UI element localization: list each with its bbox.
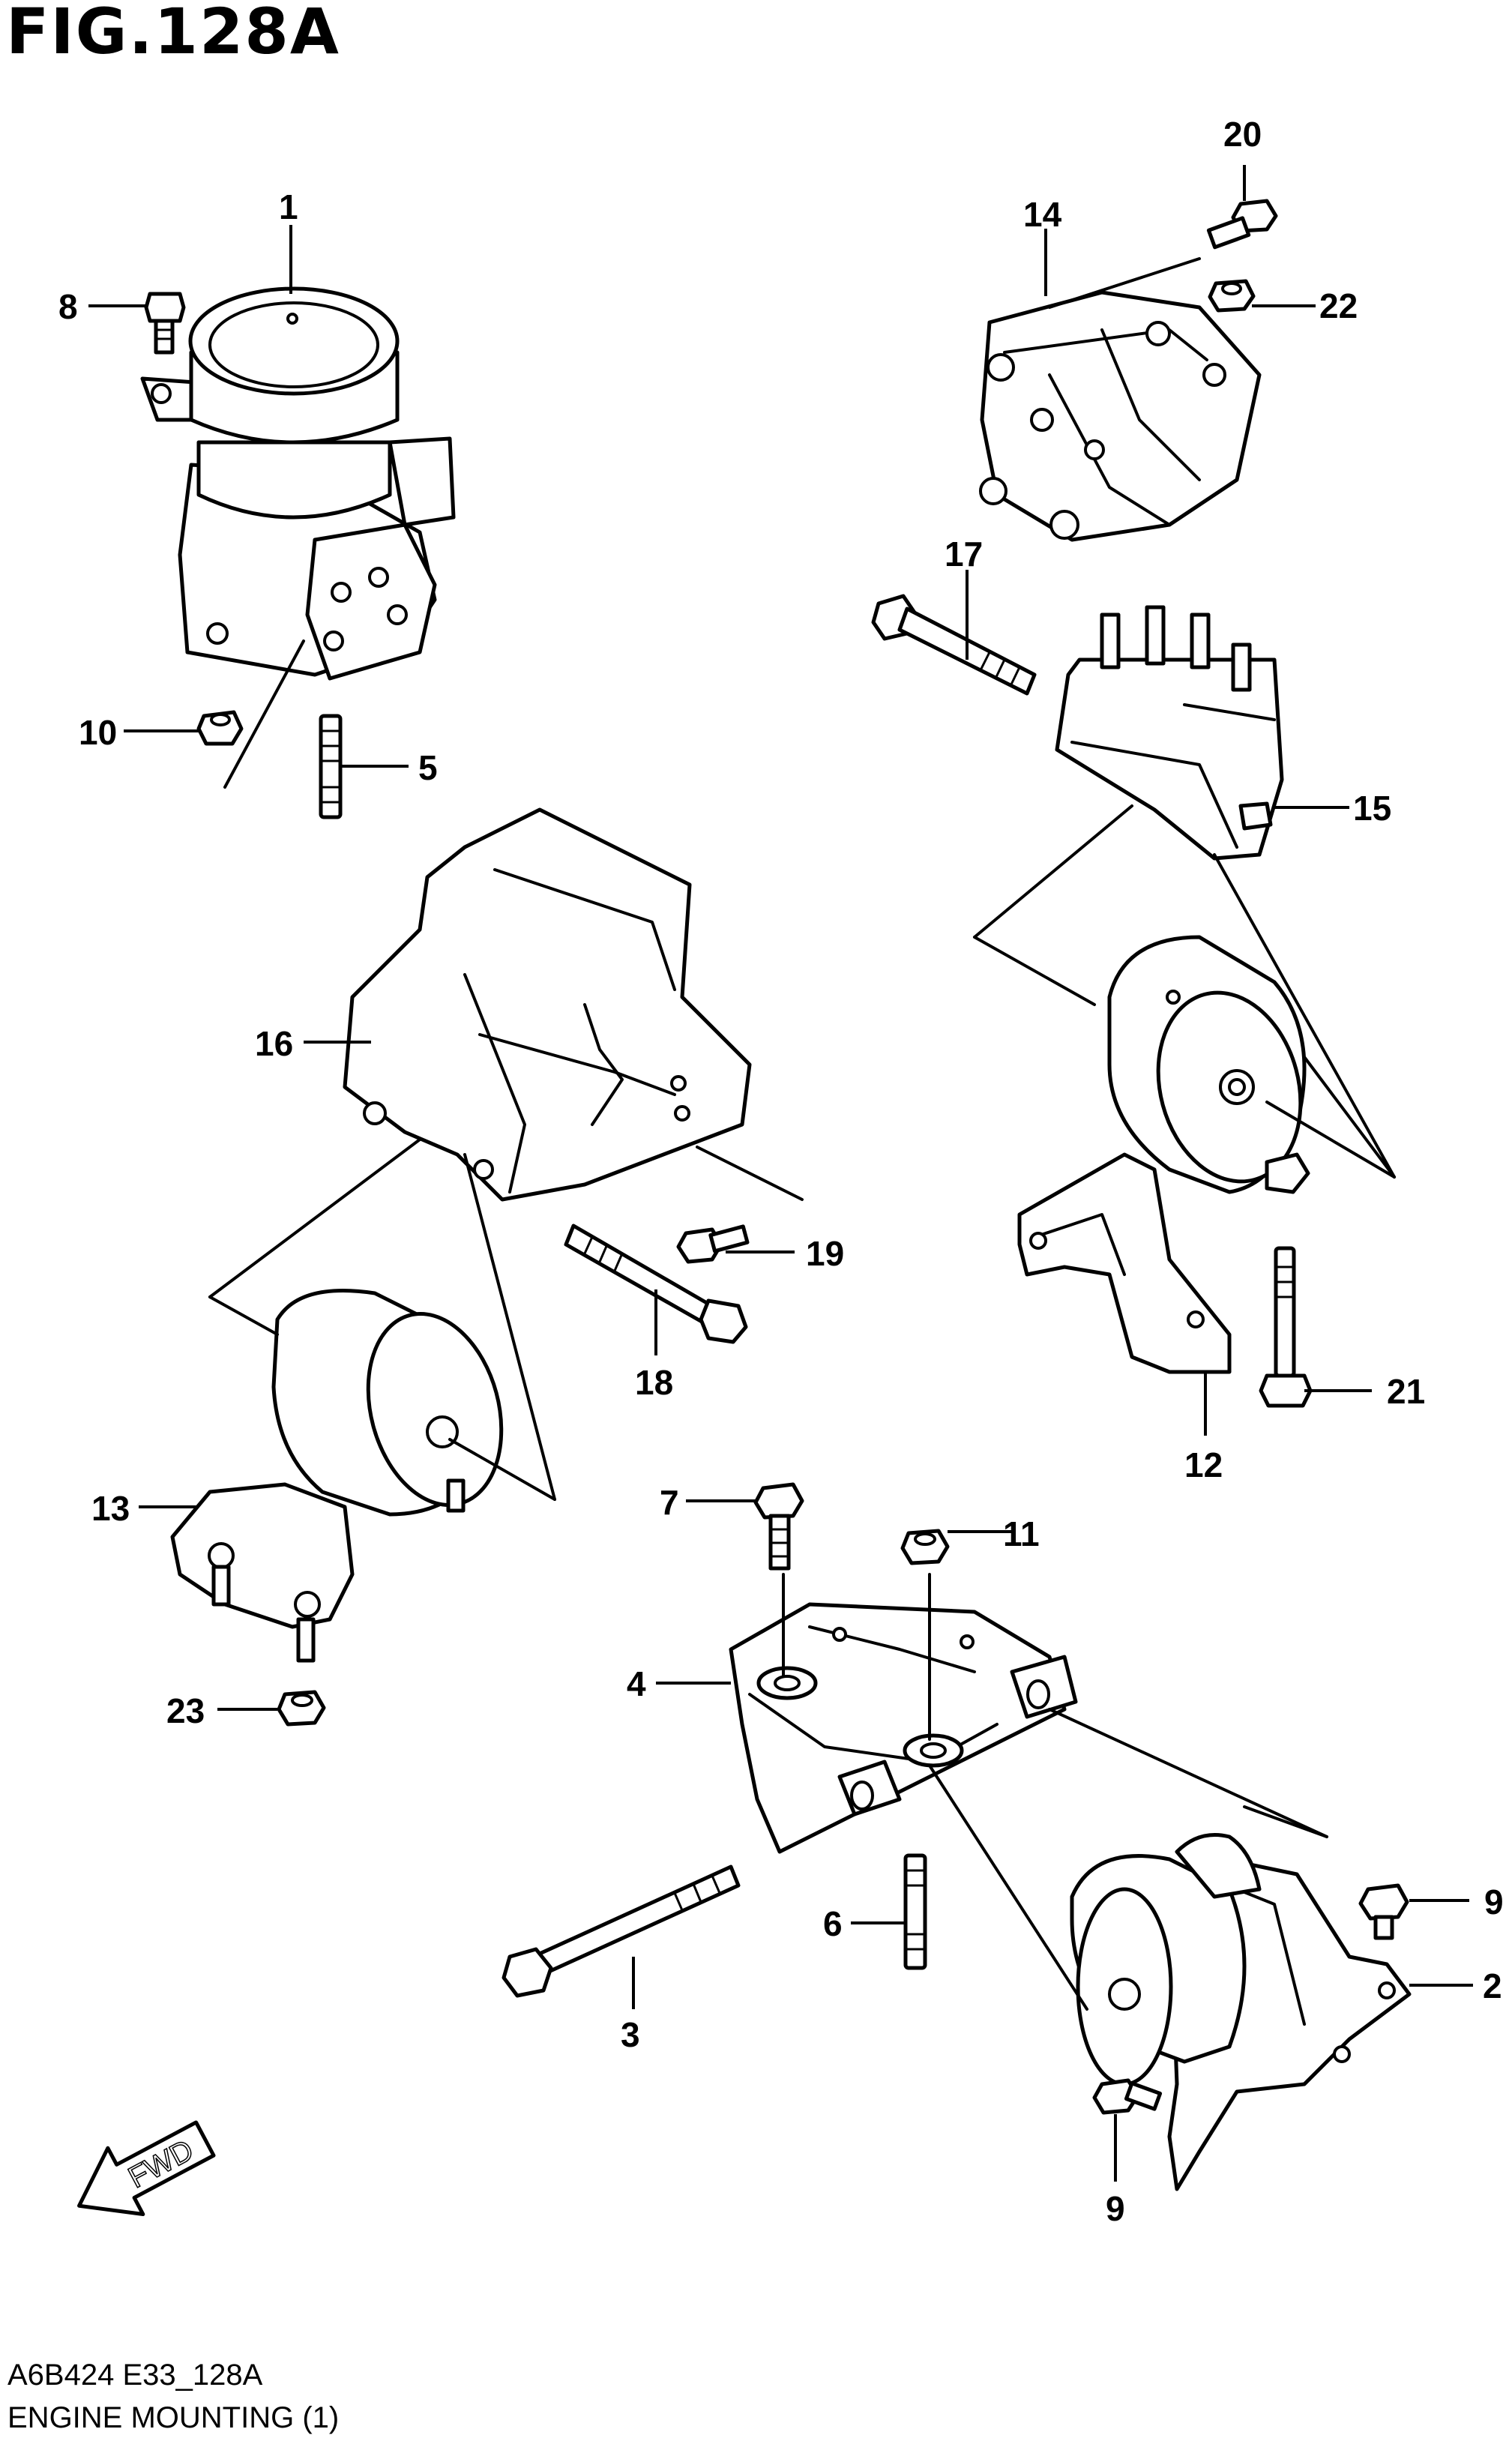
part-12-engine-mount[interactable] (1017, 935, 1321, 1374)
part-23-nut[interactable] (277, 1690, 326, 1727)
part-8-bolt[interactable] (144, 292, 186, 355)
leader-lines (88, 165, 1473, 2182)
part-13-engine-mount[interactable] (170, 1289, 522, 1663)
assembly-lines (208, 257, 1396, 2011)
callout-22: 22 (1319, 286, 1358, 325)
part-7-bolt[interactable] (753, 1482, 804, 1571)
callout-19: 19 (806, 1234, 844, 1273)
callout-21: 21 (1387, 1372, 1425, 1411)
part-11-nut[interactable] (900, 1529, 950, 1565)
figure-caption: ENGINE MOUNTING (1) (7, 2401, 340, 2434)
callout-2: 2 (1483, 1966, 1502, 2005)
callout-12: 12 (1184, 1445, 1223, 1484)
part-3-bolt[interactable] (502, 1864, 741, 1998)
part-4-bracket[interactable] (729, 1602, 1078, 1854)
part-17-bolt[interactable] (871, 594, 1037, 696)
callout-14: 14 (1023, 195, 1062, 234)
callout-11: 11 (1003, 1514, 1040, 1553)
callout-17: 17 (945, 535, 983, 574)
part-14-bracket[interactable] (979, 290, 1262, 542)
part-5-stud[interactable] (319, 714, 343, 819)
part-22-nut[interactable] (1208, 279, 1256, 313)
callout-8: 8 (58, 287, 78, 326)
part-2-engine-mount[interactable] (1070, 1833, 1412, 2191)
part-21-bolt[interactable] (1259, 1246, 1313, 1408)
callout-1: 1 (279, 187, 298, 226)
callout-20: 20 (1223, 115, 1262, 154)
part-18-bolt[interactable] (564, 1224, 748, 1344)
callout-18: 18 (635, 1363, 673, 1402)
fwd-arrow-icon: FWD (77, 2120, 216, 2217)
figure-title: FIG.128A (6, 0, 340, 68)
callout-15: 15 (1353, 789, 1391, 828)
part-1-engine-mount[interactable] (140, 286, 456, 681)
callout-9: 9 (1106, 2189, 1125, 2228)
callout-16: 16 (255, 1024, 293, 1063)
callout-5: 5 (418, 748, 438, 787)
callout-7: 7 (660, 1483, 679, 1522)
part-9-bolt[interactable] (1358, 1883, 1409, 1940)
part-20-bolt[interactable] (1206, 199, 1278, 250)
callout-labels: 1 2 3 4 5 6 7 8 9 9 10 11 12 13 14 15 16… (58, 115, 1504, 2228)
callout-3: 3 (621, 2015, 640, 2054)
callout-23: 23 (166, 1691, 205, 1730)
part-9-bolt[interactable] (1092, 2078, 1163, 2115)
callout-9: 9 (1484, 1882, 1504, 1921)
part-10-nut[interactable] (196, 710, 244, 746)
part-6-stud[interactable] (903, 1853, 927, 1970)
callout-10: 10 (79, 713, 117, 752)
callout-4: 4 (627, 1664, 646, 1703)
part-15-mount-bracket[interactable] (1055, 605, 1284, 861)
callout-13: 13 (91, 1489, 130, 1528)
figure-code: A6B424 E33_128A (7, 2359, 263, 2392)
part-16-large-bracket[interactable] (343, 807, 752, 1202)
part-19-bolt[interactable] (676, 1224, 750, 1264)
callout-6: 6 (823, 1904, 843, 1943)
